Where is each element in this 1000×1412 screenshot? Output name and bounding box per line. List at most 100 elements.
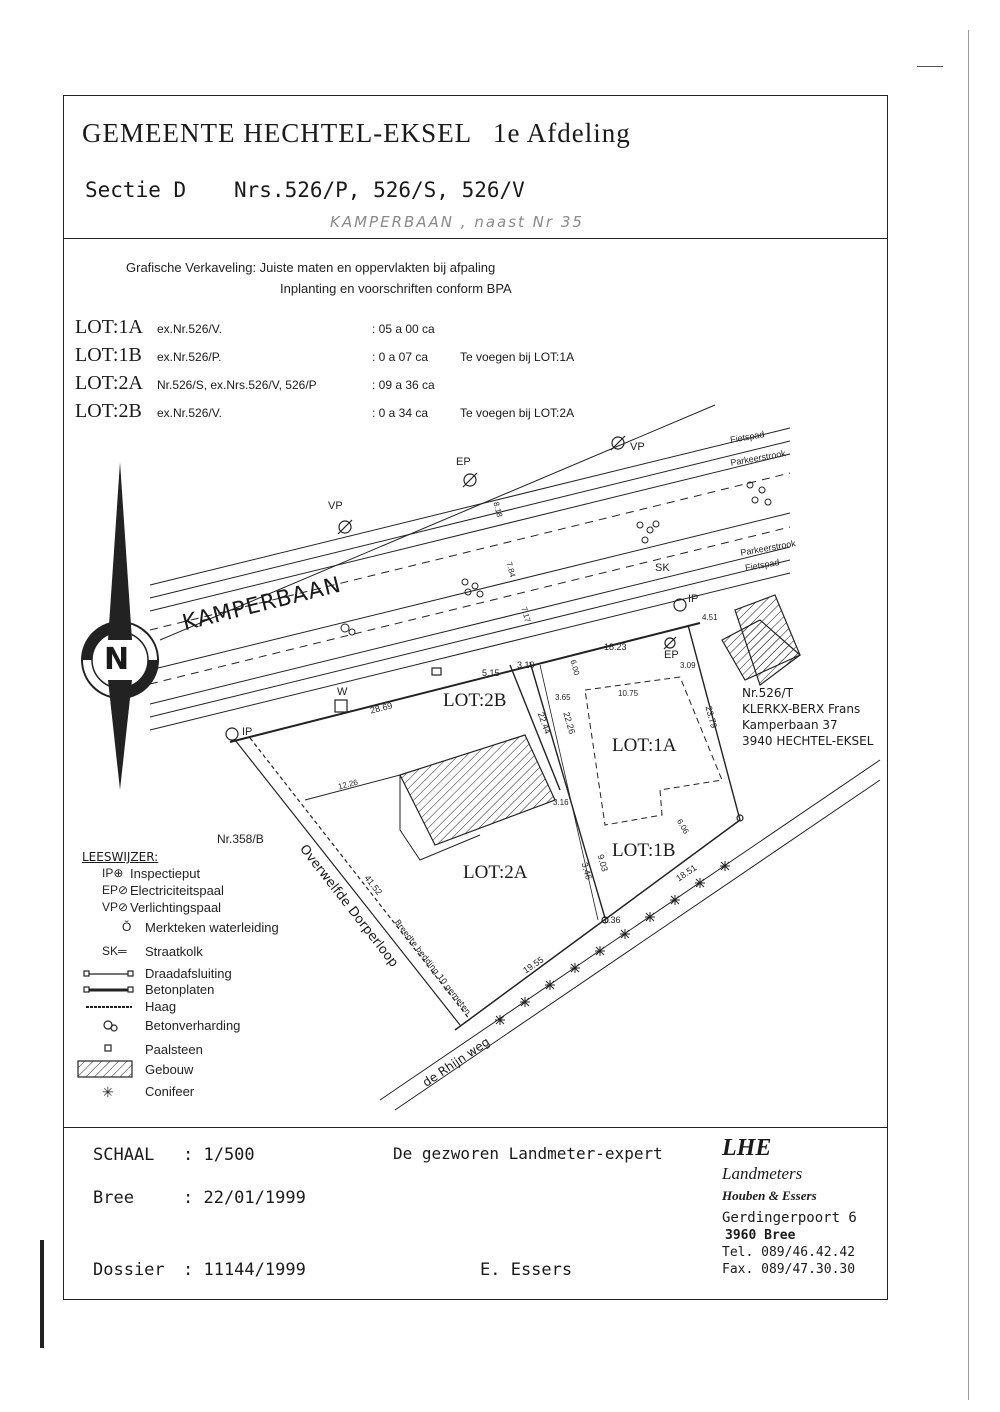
label-lot-2a: LOT:2A <box>463 862 528 883</box>
dorperloop-boundary <box>234 737 471 1026</box>
firm-logo: LHE <box>722 1135 772 1161</box>
legend-label-conifer: Conifeer <box>145 1084 195 1099</box>
legend-label-post-stone: Paalsteen <box>145 1042 203 1057</box>
page-edge-line <box>968 30 969 1400</box>
pavement-clusters <box>340 481 772 636</box>
label-w: W <box>337 686 348 698</box>
scale-value: : 1/500 <box>183 1145 255 1165</box>
dim-5-15: 5.15 <box>482 668 500 678</box>
corner-mark <box>917 66 943 67</box>
label-ep-1: EP <box>456 456 471 468</box>
dim-18-23: 18.23 <box>604 642 627 652</box>
legend-label-ep: Electriciteitspaal <box>130 883 224 898</box>
plan-frame <box>63 95 888 1300</box>
rear-boundary <box>454 819 741 1031</box>
label-lot-2b: LOT:2B <box>443 690 507 711</box>
dim-3-16: 3.16 <box>553 798 569 807</box>
legend-label-fence: Draadafsluiting <box>145 966 232 981</box>
lot-1a-name: LOT:1A <box>75 316 143 338</box>
label-lot-1a: LOT:1A <box>612 735 677 756</box>
label-lot-1b: LOT:1B <box>612 840 676 861</box>
dossier-value: : 11144/1999 <box>183 1260 306 1280</box>
firm-fax: Fax. 089/47.30.30 <box>722 1262 856 1277</box>
lot-2b-note: Te voegen bij LOT:2A <box>460 406 575 420</box>
street-frontage-line <box>229 622 701 743</box>
building-setback-line <box>304 774 401 801</box>
legend-label-ip: Inspectieput <box>130 866 201 881</box>
water-mark-icon: Ŏ <box>122 920 132 934</box>
legend-label-paving: Betonverharding <box>145 1018 241 1033</box>
footer-divider <box>63 1127 888 1128</box>
neighbour-parcel: Nr.526/T <box>742 686 793 700</box>
legend-label-water: Merkteken waterleiding <box>145 920 279 935</box>
building-lot-2a-annex <box>399 775 481 861</box>
north-arrow <box>81 462 159 790</box>
dossier-label: Dossier <box>93 1260 165 1280</box>
kamperbaan-road-lines <box>149 404 791 731</box>
utility-symbols <box>225 435 744 924</box>
handwritten-address: KAMPERBAAN , naast Nr 35 <box>330 213 584 231</box>
parcel-numbers: Nrs.526/P, 526/S, 526/V <box>234 178 525 202</box>
legend-title: LEESWIJZER: <box>82 850 159 864</box>
lot-2a-area: : 09 a 36 ca <box>372 378 435 392</box>
firm-tel: Tel. 089/46.42.42 <box>722 1245 856 1260</box>
municipality-title: GEMEENTE HECHTEL-EKSEL <box>82 118 473 148</box>
legend-sym-ep: EP⊘ <box>102 883 129 897</box>
lot-1b-area: : 0 a 07 ca <box>372 350 429 364</box>
lot-1b-name: LOT:1B <box>75 344 142 366</box>
legend-label-hedge: Haag <box>145 999 177 1014</box>
label-ep-2: EP <box>664 649 679 661</box>
firm-address-1: Gerdingerpoort 6 <box>722 1210 857 1226</box>
dim-3-10: 3.10 <box>517 660 535 670</box>
label-vp-2: VP <box>630 441 645 453</box>
firm-address-2: 3960 Bree <box>725 1228 796 1243</box>
lot-1b-note: Te voegen bij LOT:1A <box>460 350 575 364</box>
north-letter: N <box>104 642 130 677</box>
neighbour-street: Kamperbaan 37 <box>742 718 838 732</box>
lot-1a-building-zone <box>584 676 723 826</box>
rhijn-weg-lines <box>379 759 881 1111</box>
firm-partners: Houben & Essers <box>722 1188 817 1203</box>
legend-symbols <box>77 970 134 1078</box>
lot-2b-source: ex.Nr.526/V. <box>157 406 222 420</box>
label-vp-1: VP <box>328 500 343 512</box>
legend-label-sk: Straatkolk <box>145 944 203 959</box>
legend-sym-ip: IP⊕ <box>102 866 124 880</box>
lot-2a-name: LOT:2A <box>75 372 143 394</box>
lot-2b-area: : 0 a 34 ca <box>372 406 429 420</box>
date-value: : 22/01/1999 <box>183 1188 306 1208</box>
expert-name: E. Essers <box>480 1260 573 1280</box>
note-line-2: Inplanting en voorschriften conform BPA <box>280 281 512 296</box>
note-line-1: Grafische Verkaveling: Juiste maten en o… <box>126 260 496 275</box>
expert-title: De gezworen Landmeter-expert <box>393 1144 663 1163</box>
scale-label: SCHAAL <box>93 1145 155 1165</box>
neighbour-owner: KLERKX-BERX Frans <box>742 702 861 716</box>
dim-3-09: 3.09 <box>680 661 696 670</box>
conifer-row <box>495 861 730 1025</box>
building-neighbour-2 <box>721 619 802 681</box>
legend-label-vp: Verlichtingspaal <box>130 900 222 915</box>
building-lot-2a <box>399 734 556 846</box>
lot-dividers <box>509 624 741 921</box>
header-divider <box>63 238 888 239</box>
dim-10-75: 10.75 <box>618 689 639 698</box>
firm-name: Landmeters <box>722 1164 803 1183</box>
label-ip-2: IP <box>242 726 253 738</box>
section-label: Sectie D <box>85 178 187 202</box>
lot-1a-area: : 05 a 00 ca <box>372 322 435 336</box>
dim-1-36: 1.36 <box>603 915 621 925</box>
label-ip-1: IP <box>688 593 699 605</box>
lot-1b-source: ex.Nr.526/P. <box>157 350 222 364</box>
legend-label-concrete-plates: Betonplaten <box>145 982 215 997</box>
label-sk: SK <box>655 562 670 574</box>
dim-4-51: 4.51 <box>702 613 718 622</box>
division-title: 1e Afdeling <box>493 118 631 148</box>
lot-2b-name: LOT:2B <box>75 400 142 422</box>
legend-sym-vp: VP⊘ <box>102 900 129 914</box>
neighbour-city: 3940 HECHTEL-EKSEL <box>742 734 874 748</box>
lot-2a-source: Nr.526/S, ex.Nrs.526/V, 526/P <box>157 378 317 392</box>
binding-mark <box>40 1240 44 1348</box>
legend-sym-sk: SK═ <box>102 944 127 958</box>
legend-label-building: Gebouw <box>145 1062 194 1077</box>
